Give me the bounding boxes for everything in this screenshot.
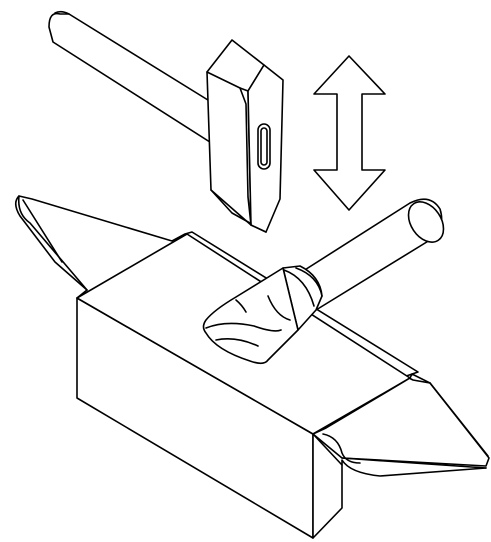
anvil-body-right-face xyxy=(312,433,343,539)
anvil-heel-ridge xyxy=(429,382,489,457)
workpiece xyxy=(202,198,445,365)
hammer-eye-slot-inner xyxy=(260,127,268,166)
hammer-handle xyxy=(48,12,217,145)
anvil-heel-curl xyxy=(322,433,361,464)
hammer-eye-slot xyxy=(257,123,271,170)
workpiece-collar xyxy=(282,265,323,331)
hammer-head-bevel xyxy=(239,87,252,226)
workpiece-collar-line-2 xyxy=(295,267,323,297)
workpiece-flat-line-2 xyxy=(215,338,259,347)
workpiece-end-cap xyxy=(407,201,445,243)
workpiece-flat-line-4 xyxy=(235,299,247,313)
hammer-head-edge-2 xyxy=(210,189,252,226)
anvil-horn-edge-inner xyxy=(22,199,63,263)
double-headed-arrow-icon xyxy=(313,55,386,211)
workpiece-flat-line-1 xyxy=(205,322,282,332)
anvil-heel-lower-edge xyxy=(341,457,487,469)
anvil-step xyxy=(408,377,431,384)
anvil-horn-edge xyxy=(17,195,88,291)
hammer xyxy=(48,10,284,233)
workpiece-flat-line-3 xyxy=(267,295,291,321)
hammer-handle-top xyxy=(54,10,70,15)
motion-arrow xyxy=(313,55,386,211)
anvil-heel-underside xyxy=(341,459,487,477)
workpiece-collar-line-1 xyxy=(283,269,315,307)
